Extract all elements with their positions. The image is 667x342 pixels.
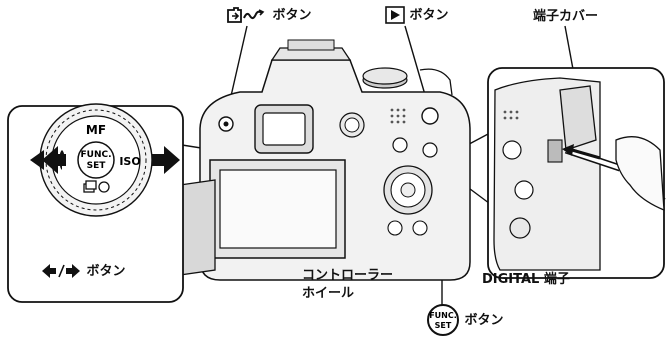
digital-terminal-label: DIGITAL 端子	[482, 272, 570, 287]
drive-mode-icon	[83, 180, 110, 193]
terminal-cover-label: 端子カバー	[533, 9, 599, 24]
terminal-inset	[487, 67, 666, 279]
arrow-left-icon	[42, 146, 66, 174]
print-share-icon	[227, 7, 265, 23]
dial-top-label: MF	[86, 123, 106, 137]
left-right-button-label: ボタン	[40, 263, 126, 280]
play-icon	[385, 6, 405, 24]
dial-center-text-1: FUNC.	[80, 150, 111, 160]
arrow-right-icon	[152, 146, 180, 174]
print-share-button-text: ボタン	[272, 7, 312, 23]
func-set-icon: FUNC. SET	[427, 304, 459, 336]
func-set-button-label: FUNC. SET ボタン	[426, 303, 504, 337]
camera-body	[179, 39, 471, 281]
func-icon-text-1: FUNC.	[429, 311, 457, 320]
arrow-left-right-icon	[42, 264, 80, 278]
dial-right-label: ISO	[119, 155, 140, 168]
play-button-label: ボタン	[385, 6, 449, 24]
dial-center-text-2: SET	[87, 161, 107, 171]
left-right-button-text: ボタン	[86, 263, 126, 279]
controller-wheel-label-1: コントローラー	[302, 268, 394, 283]
dial-inset: FUNC. SET MF ISO	[7, 103, 184, 303]
controller-wheel-label-2: ホイール	[302, 286, 355, 301]
func-set-button-text: ボタン	[464, 312, 504, 328]
play-button-text: ボタン	[409, 7, 449, 23]
func-icon-text-2: SET	[435, 321, 452, 330]
print-share-button-label: ボタン	[226, 6, 312, 24]
